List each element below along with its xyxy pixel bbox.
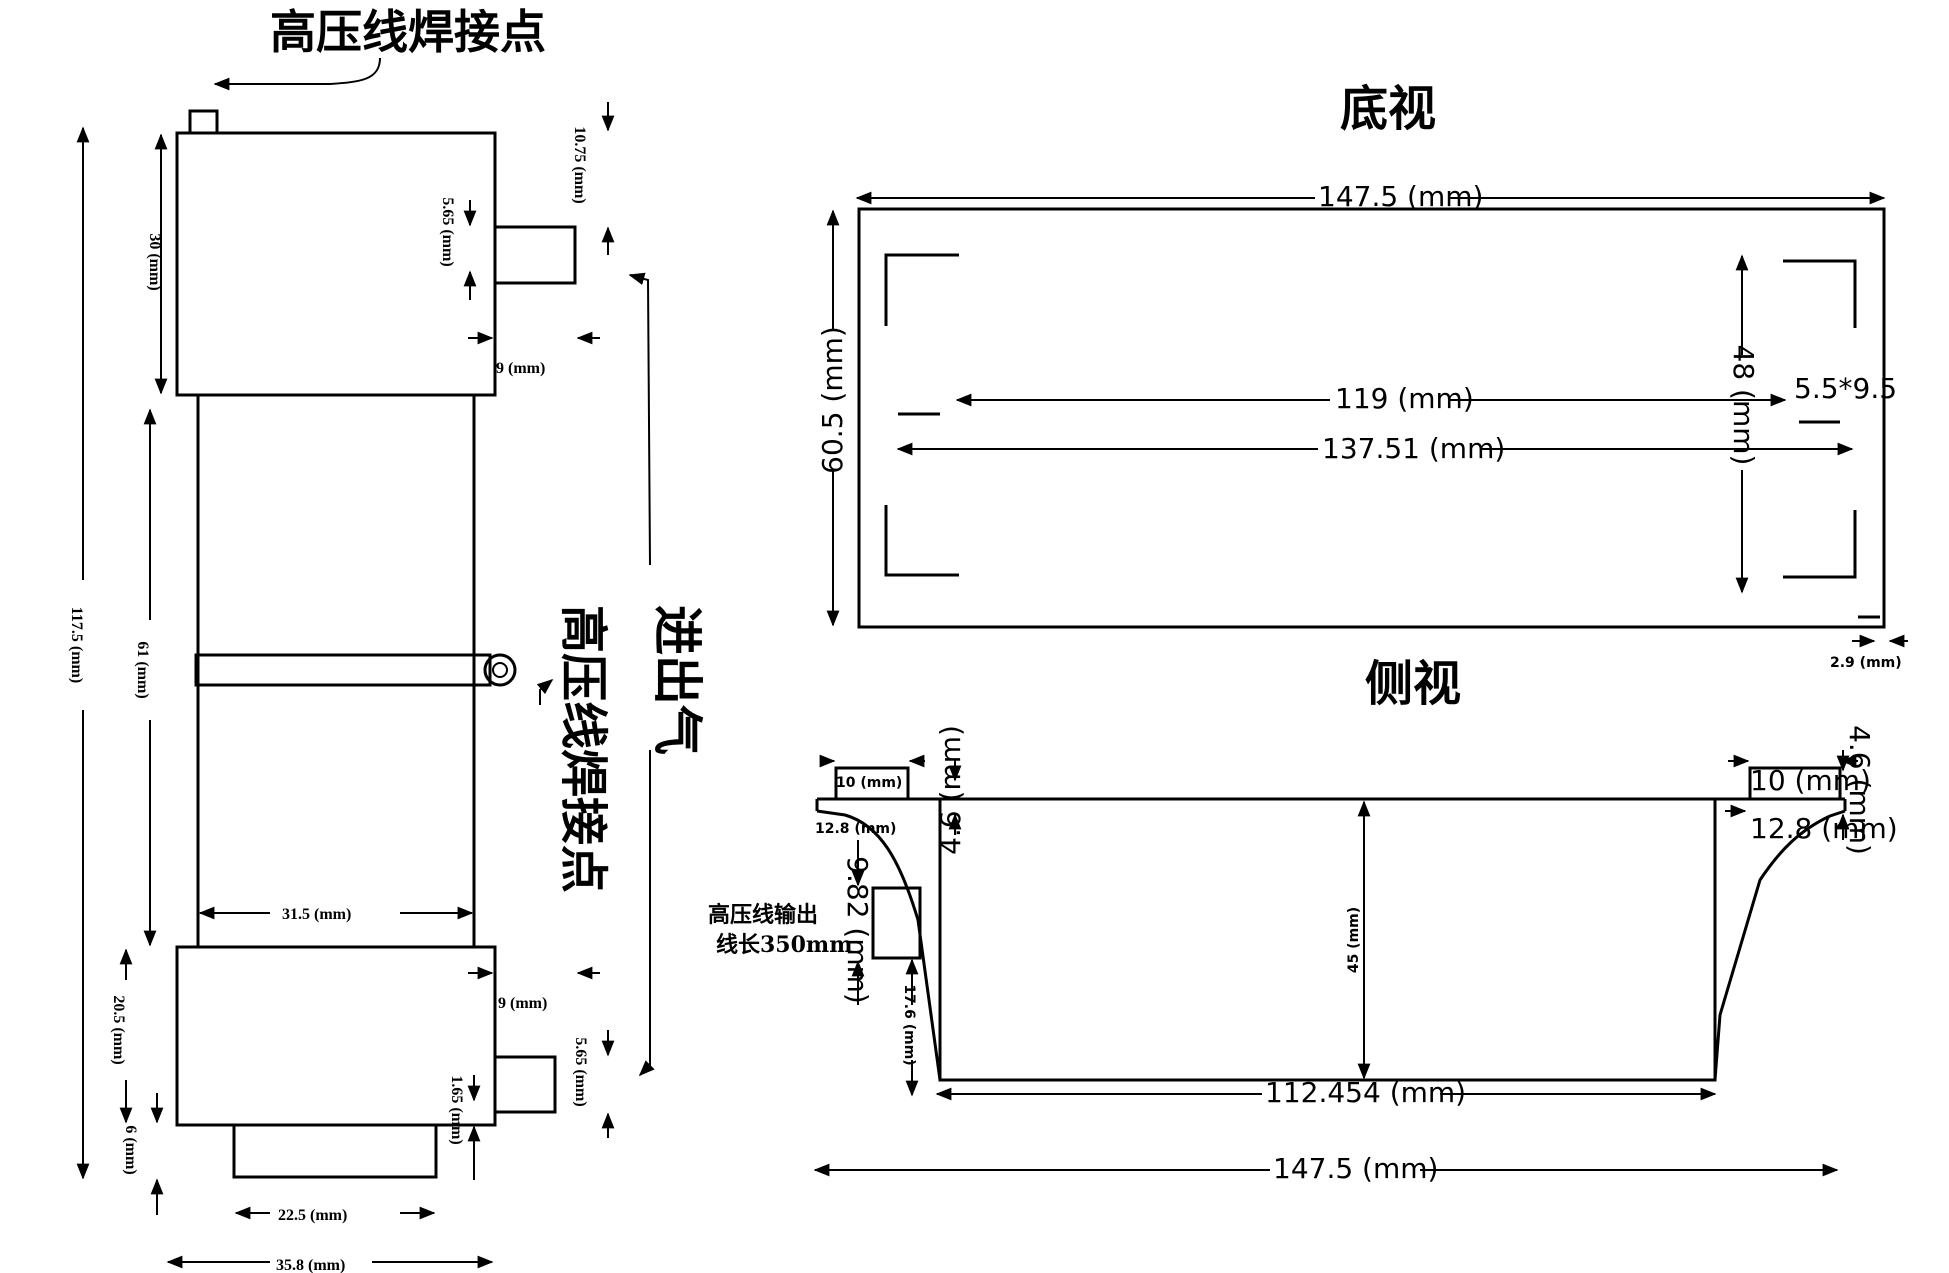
- corner-br: [1783, 510, 1857, 579]
- dim-slot-5-5x9-5: 5.5*9.5: [1794, 372, 1897, 405]
- side-view: 侧视 10 (mm) 4.6 (mm) 12.8 (mm) . 10 (mm) …: [708, 656, 1898, 1185]
- weld-point-mid: [483, 653, 517, 687]
- dim-31-5: 31.5 (mm): [282, 906, 351, 923]
- dim-6: 6 (mm): [122, 1125, 139, 1174]
- dim-5-65-top: 5.65 (mm): [439, 197, 456, 266]
- dim-112-454: 112.454 (mm): [1265, 1076, 1466, 1109]
- dim-5-65-bottom: 5.65 (mm): [572, 1037, 589, 1106]
- gas-port-bottom: [493, 1055, 557, 1114]
- gas-in-out-label: 进出气: [648, 605, 706, 755]
- dim-9-bottom: 9 (mm): [498, 995, 547, 1012]
- hv-output-note-line2: 线长350mm: [716, 932, 852, 958]
- dim-30: 30 (mm): [146, 233, 163, 290]
- dim-35-8: 35.8 (mm): [276, 1257, 345, 1273]
- front-view: 高压线焊接点 30 (mm) 10.75 (mm) 5.65 (mm) 9 (m…: [68, 5, 706, 1273]
- dim-147-5-bottom: 147.5 (mm): [1273, 1152, 1438, 1185]
- bottom-view-title: 底视: [1340, 81, 1436, 137]
- corner-tl: [884, 253, 959, 326]
- dim-137-51: 137.51 (mm): [1322, 432, 1505, 465]
- hv-output-note-line1: 高压线输出: [708, 902, 818, 928]
- base-foot: [232, 1123, 438, 1179]
- dim-9-top: 9 (mm): [496, 360, 545, 377]
- gas-port-top: [493, 225, 577, 285]
- flange-left-curve: [816, 809, 942, 1081]
- bottom-view: 底视 147.5 (mm) 60.5 (mm) 119 (mm) 137.51 …: [816, 81, 1908, 671]
- dim-10-75: 10.75 (mm): [571, 126, 588, 203]
- weld-point-label-top: 高压线焊接点: [270, 5, 546, 59]
- weld-point-label-mid: 高压线焊接点: [555, 605, 611, 893]
- dim-2-9: 2.9 (mm): [1830, 655, 1902, 671]
- side-body: [938, 797, 1717, 1082]
- hv-output-box: [871, 886, 922, 960]
- corner-bl: [884, 505, 959, 577]
- dim-12-8-left: 12.8 (mm): [815, 821, 896, 837]
- dim-60-5: 60.5 (mm): [816, 326, 849, 474]
- dim-61: 61 (mm): [134, 641, 151, 698]
- weld-leader-top: [213, 57, 381, 91]
- dim-17-6: 17.6 (mm): [901, 984, 917, 1065]
- tab-right: [1748, 766, 1842, 801]
- dim-20-5: 20.5 (mm): [110, 995, 127, 1064]
- corner-tr: [1783, 259, 1857, 328]
- weld-terminal-top: [188, 109, 219, 135]
- dim-10-right: 10 (mm): [1750, 764, 1871, 797]
- dim-147-5-top: 147.5 (mm): [1318, 180, 1483, 213]
- dim-22-5: 22.5 (mm): [278, 1207, 347, 1224]
- dim-10-left: 10 (mm): [836, 775, 902, 791]
- dim-9-82: 9.82 (mm): [841, 856, 874, 1004]
- dim-4-6-left: 4.6 (mm): [934, 725, 967, 855]
- bottom-plate: [857, 207, 1886, 629]
- dim-45: 45 (mm): [1346, 907, 1362, 973]
- dim-48: 48 (mm): [1727, 345, 1760, 466]
- dim-12-8-right: 12.8 (mm): [1750, 812, 1898, 845]
- weld-band: [194, 653, 492, 687]
- dim-4-6-right: 4.6 (mm): [1843, 725, 1876, 855]
- side-view-title: 侧视: [1365, 656, 1461, 712]
- dim-119: 119 (mm): [1335, 382, 1474, 415]
- dim-1-65: 1.65 (mm): [448, 1075, 465, 1144]
- tab-left: [834, 766, 910, 801]
- bottom-block: [175, 945, 497, 1127]
- flange-right-curve: [1713, 809, 1846, 1081]
- dim-117-5: 117.5 (mm): [68, 607, 85, 683]
